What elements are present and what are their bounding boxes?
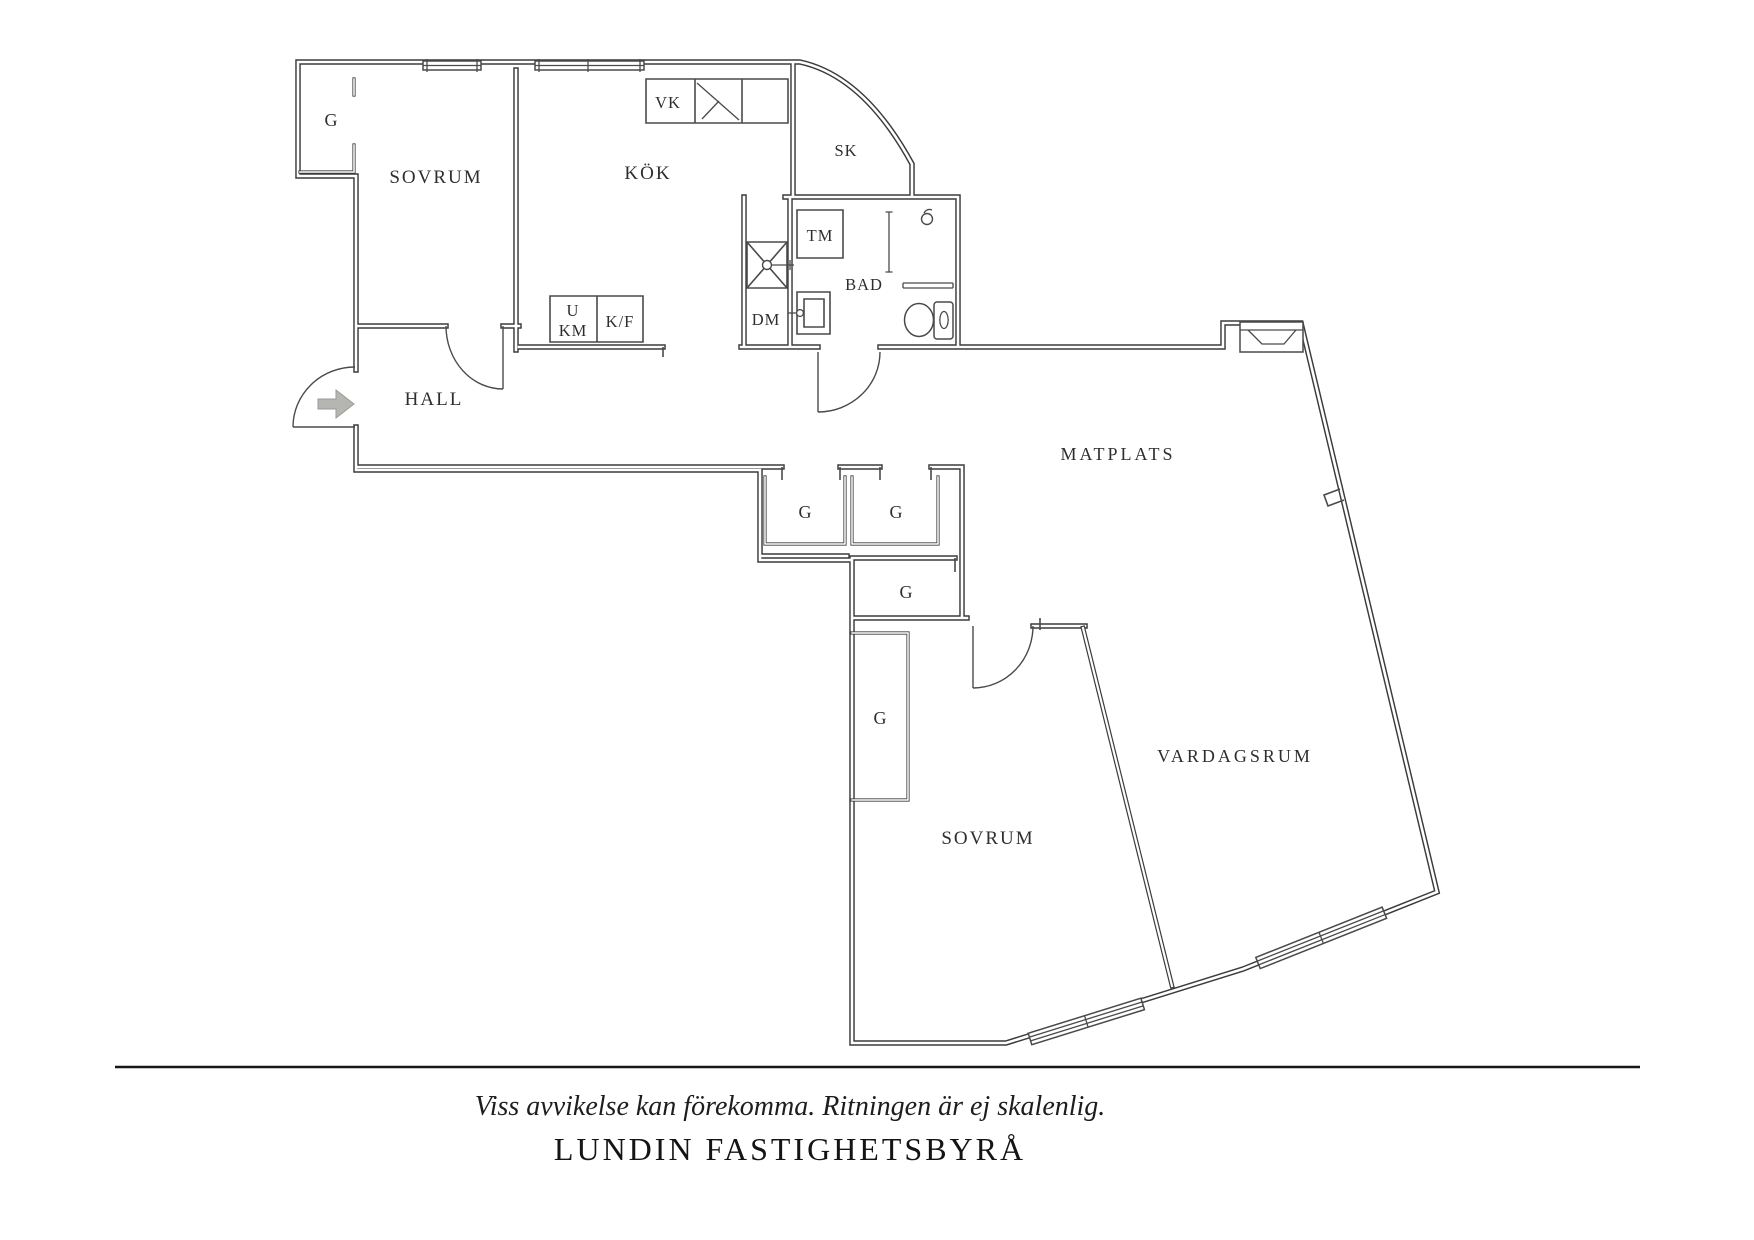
label-km: KM — [559, 321, 588, 340]
wall-outline — [295, 59, 1441, 1046]
room-label-kitchen: KÖK — [624, 163, 671, 184]
room-label-bathroom: BAD — [845, 275, 883, 294]
entrance-arrow-icon — [317, 388, 355, 420]
door-arc-bedroom-bottom — [972, 625, 1034, 689]
window-icon — [1027, 997, 1146, 1046]
room-label-sk: SK — [834, 141, 857, 160]
room-label-living: VARDAGSRUM — [1157, 746, 1313, 766]
label-dm: DM — [752, 310, 781, 329]
kitchen-cabinets — [645, 78, 789, 124]
closet-label-g4: G — [900, 582, 913, 602]
window-icon — [534, 59, 645, 72]
door-arc-bedroom-top — [445, 325, 504, 390]
closet-walls — [298, 77, 940, 802]
wall-stubs — [662, 347, 1041, 630]
washing-machine-box — [796, 209, 844, 259]
entrance-door-arc — [292, 366, 356, 428]
fireplace-icon — [1239, 321, 1304, 353]
label-tm: TM — [807, 226, 834, 245]
towel-rail-icon — [902, 282, 954, 289]
shower-rail-icon — [885, 211, 893, 273]
toilet-icon — [903, 301, 954, 340]
closet-label-g5: G — [874, 708, 887, 728]
closet-label-g1: G — [325, 110, 338, 130]
shower-head-icon — [920, 208, 934, 226]
label-vk: VK — [655, 93, 681, 112]
door-arc-bathroom — [817, 351, 881, 413]
room-label-hall: HALL — [405, 389, 464, 410]
window-icon — [1254, 906, 1388, 970]
sink-unit-icon — [746, 241, 794, 289]
room-label-bedroom-bottom: SOVRUM — [941, 828, 1034, 849]
wall-divider-bedroom-living — [1080, 625, 1175, 989]
closet-label-g2: G — [799, 502, 812, 522]
footer-disclaimer: Viss avvikelse kan förekomma. Ritningen … — [475, 1091, 1106, 1122]
label-u: U — [567, 301, 580, 320]
window-icon — [422, 59, 482, 72]
room-label-bedroom-top: SOVRUM — [389, 167, 482, 188]
closet-label-g3: G — [890, 502, 903, 522]
kitchen-counter — [549, 295, 644, 343]
bathroom-sink-icon — [788, 291, 831, 335]
stove-icon — [696, 82, 740, 121]
radiator-notch — [1322, 488, 1345, 508]
footer-brand: LUNDIN FASTIGHETSBYRÅ — [554, 1131, 1026, 1167]
label-kf: K/F — [606, 312, 635, 331]
room-label-dining: MATPLATS — [1060, 444, 1175, 464]
